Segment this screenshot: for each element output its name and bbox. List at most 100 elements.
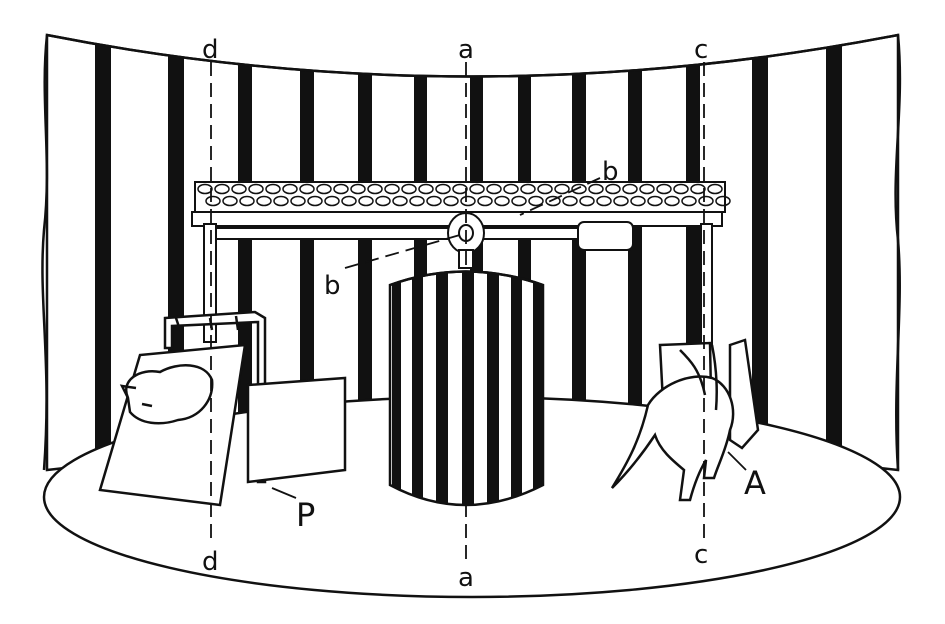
ornament-bead bbox=[664, 195, 680, 207]
beam-upper-rail bbox=[194, 181, 726, 213]
ornament-bead bbox=[503, 183, 519, 195]
axis-c-top-label: c bbox=[694, 35, 708, 65]
ornament-bead bbox=[639, 183, 655, 195]
ornament-bead bbox=[316, 183, 332, 195]
label-A: A bbox=[744, 464, 766, 502]
leader-b-top bbox=[519, 177, 601, 216]
passive-kitten-ear bbox=[119, 384, 137, 399]
cylinder-stripe bbox=[462, 271, 474, 505]
ornament-bead bbox=[545, 195, 561, 207]
cylinder-stripes bbox=[392, 271, 542, 505]
cylinder-stripe bbox=[533, 271, 542, 505]
passive-kitten bbox=[125, 364, 214, 425]
cylinder-stripe bbox=[511, 271, 522, 505]
beam-collar bbox=[577, 221, 634, 251]
ornament-bead bbox=[528, 195, 544, 207]
ornament-bead bbox=[647, 195, 663, 207]
label-b-top: b bbox=[602, 157, 619, 187]
leader-A bbox=[727, 451, 747, 471]
ornament-bead bbox=[494, 195, 510, 207]
label-P: P bbox=[296, 496, 315, 534]
drum-stripe bbox=[628, 35, 642, 460]
axis-d-top-label: d bbox=[202, 35, 219, 65]
ornament-bead bbox=[622, 183, 638, 195]
ornament-bead bbox=[469, 183, 485, 195]
ornament-bead bbox=[282, 183, 298, 195]
right-support-post bbox=[700, 223, 713, 347]
cylinder-stripe bbox=[392, 271, 401, 505]
ornament-bead bbox=[222, 195, 238, 207]
ornament-bead bbox=[537, 183, 553, 195]
ornament-bead bbox=[579, 195, 595, 207]
leader-P bbox=[271, 487, 297, 499]
ornament-bead bbox=[435, 183, 451, 195]
ornament-bead bbox=[571, 183, 587, 195]
beam-ornament bbox=[197, 183, 731, 207]
drum-right-edge bbox=[894, 34, 902, 471]
drum-top-rim bbox=[46, 33, 899, 78]
ornament-bead bbox=[358, 195, 374, 207]
ornament-bead bbox=[715, 195, 731, 207]
overhead-beam bbox=[191, 181, 731, 347]
ornament-bead bbox=[367, 183, 383, 195]
ornament-bead bbox=[273, 195, 289, 207]
ornament-bead bbox=[486, 183, 502, 195]
cylinder-stripe bbox=[412, 271, 423, 505]
ornament-bead bbox=[392, 195, 408, 207]
drum-stripe bbox=[300, 35, 314, 460]
cylinder-stripe bbox=[436, 271, 448, 505]
ornament-bead bbox=[384, 183, 400, 195]
ornament-bead bbox=[231, 183, 247, 195]
ornament-bead bbox=[562, 195, 578, 207]
ornament-bead bbox=[673, 183, 689, 195]
ornament-bead bbox=[426, 195, 442, 207]
drum-stripe bbox=[358, 35, 372, 460]
ornament-bead bbox=[681, 195, 697, 207]
ornament-bead bbox=[401, 183, 417, 195]
ornament-bead bbox=[596, 195, 612, 207]
ornament-bead bbox=[290, 195, 306, 207]
ornament-bead bbox=[375, 195, 391, 207]
ornament-bead bbox=[477, 195, 493, 207]
ornament-bead bbox=[460, 195, 476, 207]
ornament-bead bbox=[630, 195, 646, 207]
active-kitten bbox=[610, 375, 735, 502]
ornament-bead bbox=[511, 195, 527, 207]
ornament-bead bbox=[205, 195, 221, 207]
ornament-bead bbox=[350, 183, 366, 195]
central-cylinder bbox=[388, 270, 545, 507]
ornament-bead bbox=[554, 183, 570, 195]
ornament-bead bbox=[707, 183, 723, 195]
ornament-bead bbox=[299, 183, 315, 195]
axis-a-top-label: a bbox=[458, 35, 474, 65]
beam-front-rod bbox=[209, 227, 581, 240]
axis-c-bottom-label: c bbox=[694, 540, 708, 570]
ornament-bead bbox=[443, 195, 459, 207]
ornament-bead bbox=[256, 195, 272, 207]
axis-d-bottom-label: d bbox=[202, 547, 219, 577]
ornament-bead bbox=[214, 183, 230, 195]
leader-lines bbox=[271, 451, 747, 499]
ornament-bead bbox=[197, 183, 213, 195]
ornament-bead bbox=[409, 195, 425, 207]
ornament-bead bbox=[239, 195, 255, 207]
label-b-left: b bbox=[324, 271, 341, 301]
drum-left-edge bbox=[41, 34, 49, 471]
active-kitten-harness bbox=[610, 338, 760, 502]
drum-stripe bbox=[95, 35, 111, 460]
left-support-post bbox=[203, 223, 217, 343]
ornament-bead bbox=[452, 183, 468, 195]
ornament-bead bbox=[613, 195, 629, 207]
ornament-bead bbox=[656, 183, 672, 195]
drum-stripe bbox=[752, 35, 768, 460]
cylinder-top-edge bbox=[389, 270, 544, 287]
passive-gondola bbox=[98, 310, 347, 507]
axis-lines bbox=[210, 62, 705, 560]
ornament-bead bbox=[333, 183, 349, 195]
ornament-bead bbox=[520, 183, 536, 195]
ornament-bead bbox=[698, 195, 714, 207]
passive-kitten-eye bbox=[141, 402, 153, 408]
drum-stripe bbox=[826, 35, 842, 460]
cylinder-stripe bbox=[487, 271, 499, 505]
